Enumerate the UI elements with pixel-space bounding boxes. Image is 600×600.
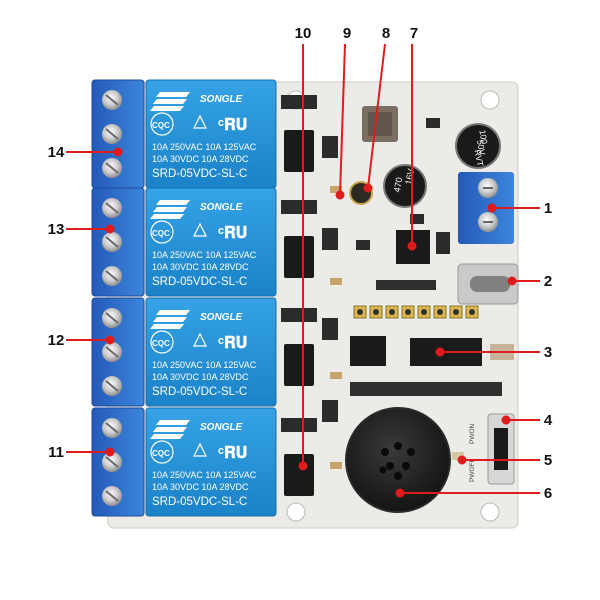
capacitor-large: 100 50V RVT	[455, 123, 501, 169]
terminal-block-4	[91, 407, 145, 517]
cqc-mark-icon	[150, 112, 174, 136]
relay-rating-line2: 10A 30VDC 10A 28VDC	[152, 482, 249, 492]
callout-10: 10	[295, 25, 312, 42]
relays: SONGLE CQC 10A 250VAC 10A 125VAC 10A 30VDC …	[145, 79, 277, 517]
callout-14: 14	[48, 144, 65, 161]
capacitor-small: 470 16V	[383, 164, 427, 208]
songle-logo-icon	[150, 420, 190, 439]
ul-mark-icon: ᶜ𝐑𝐔	[218, 117, 247, 134]
callout-5: 5	[544, 452, 552, 469]
callout-1: 1	[544, 200, 552, 217]
relay-brand: SONGLE	[200, 94, 243, 105]
relay-rating-line2: 10A 30VDC 10A 28VDC	[152, 372, 249, 382]
callout-13: 13	[48, 221, 65, 238]
relay-brand: SONGLE	[200, 202, 243, 213]
relay-rating-line2: 10A 30VDC 10A 28VDC	[152, 262, 249, 272]
terminal-block-1	[91, 79, 145, 189]
callout-6: 6	[544, 485, 552, 502]
switch-label-on: PWON	[469, 423, 476, 444]
callout-11: 11	[48, 444, 64, 461]
cqc-mark-icon	[150, 330, 174, 354]
songle-logo-icon	[150, 200, 190, 219]
callout-8: 8	[382, 25, 390, 42]
relay-rating-line1: 10A 250VAC 10A 125VAC	[152, 250, 257, 260]
inductor	[362, 106, 398, 142]
relay-marks: CQC	[152, 229, 170, 238]
usb-c-port	[457, 263, 519, 305]
warning-icon	[193, 114, 207, 129]
capacitor-large-voltage: 50V	[475, 139, 488, 156]
ul-mark-icon: ᶜ𝐑𝐔	[218, 225, 247, 242]
ul-mark-icon: ᶜ𝐑𝐔	[218, 335, 247, 352]
relay-3: SONGLE CQC 10A 250VAC 10A 125VAC 10A 30VDC …	[145, 297, 277, 407]
songle-logo-icon	[150, 310, 190, 329]
cqc-mark-icon	[150, 220, 174, 244]
ul-mark-icon: ᶜ𝐑𝐔	[218, 445, 247, 462]
songle-logo-icon	[150, 92, 190, 111]
relay-marks: CQC	[152, 449, 170, 458]
relay-rating-line1: 10A 250VAC 10A 125VAC	[152, 470, 257, 480]
power-terminal	[458, 172, 514, 244]
relay-rating-line2: 10A 30VDC 10A 28VDC	[152, 154, 249, 164]
relay-brand: SONGLE	[200, 422, 243, 433]
power-switch[interactable]: PWON PWOFF	[469, 413, 515, 485]
relay-model: SRD-05VDC-SL-C	[152, 168, 247, 180]
callout-3: 3	[544, 344, 552, 361]
terminal-block-2	[91, 187, 145, 297]
amplifier-ics	[350, 336, 514, 366]
relay-marks: CQC	[152, 339, 170, 348]
terminal-block-3	[91, 297, 145, 407]
relay-model: SRD-05VDC-SL-C	[152, 496, 247, 508]
callout-2: 2	[544, 273, 552, 290]
pin-header	[353, 305, 479, 319]
smd-components	[356, 118, 440, 290]
warning-icon	[193, 222, 207, 237]
relay-brand: SONGLE	[200, 312, 243, 323]
indicator-leds	[322, 136, 342, 469]
callout-lines	[66, 43, 540, 498]
relay-model: SRD-05VDC-SL-C	[152, 386, 247, 398]
cqc-mark-icon	[150, 440, 174, 464]
relay-1: SONGLE CQC 10A 250VAC 10A 125VAC 10A 30VDC …	[145, 79, 277, 189]
relay-rating-line1: 10A 250VAC 10A 125VAC	[152, 360, 257, 370]
warning-icon	[193, 442, 207, 457]
capacitor-large-series: RVT	[473, 149, 486, 167]
relay-2: SONGLE CQC 10A 250VAC 10A 125VAC 10A 30VDC …	[145, 187, 277, 297]
speaker	[345, 407, 451, 513]
relay-marks: CQC	[152, 121, 170, 130]
callout-9: 9	[343, 25, 351, 42]
smd-row	[350, 382, 502, 396]
relay-4: SONGLE CQC 10A 250VAC 10A 125VAC 10A 30VDC …	[145, 407, 277, 517]
callout-labels: 10 9 8 7 1 2 3 4 5 6 14 13 12 11	[48, 25, 553, 502]
callout-4: 4	[544, 412, 553, 429]
relay-model: SRD-05VDC-SL-C	[152, 276, 247, 288]
status-led	[452, 452, 464, 460]
switch-label-off: PWOFF	[469, 459, 476, 482]
terminal-blocks-left	[91, 79, 145, 517]
callout-12: 12	[48, 332, 65, 349]
relay-rating-line1: 10A 250VAC 10A 125VAC	[152, 142, 257, 152]
callout-7: 7	[410, 25, 418, 42]
warning-icon	[193, 332, 207, 347]
capacitor-small-value: 470	[392, 177, 404, 194]
capacitor-large-value: 100	[477, 129, 489, 145]
